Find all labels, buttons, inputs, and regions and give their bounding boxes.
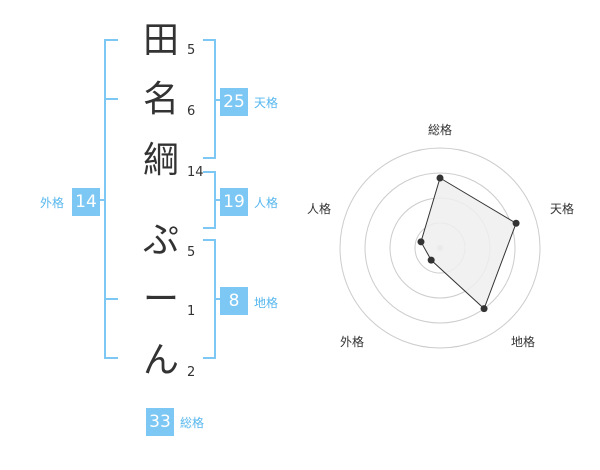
stroke-count-2: 6 xyxy=(187,104,196,119)
chikaku-label: 地格 xyxy=(254,296,279,310)
radar-label-soukaku: 総格 xyxy=(428,123,453,137)
radar-chart xyxy=(339,147,541,349)
radar-label-chikaku: 地格 xyxy=(511,335,536,349)
radar-ring xyxy=(364,172,516,324)
name-char-2: 名 xyxy=(142,79,179,120)
stroke-count-4: 5 xyxy=(187,245,196,260)
name-char-6: ん xyxy=(142,340,179,381)
radar-point-4 xyxy=(417,238,425,246)
radar-ring xyxy=(339,147,541,349)
name-char-1: 田 xyxy=(142,20,179,61)
radar-point-3 xyxy=(427,256,435,264)
chikaku-value: 8 xyxy=(220,287,248,315)
gaikaku-label: 外格 xyxy=(40,196,65,210)
radar-label-gaikaku: 外格 xyxy=(340,335,365,349)
radar-point-2 xyxy=(480,305,488,313)
radar-point-0 xyxy=(436,174,444,182)
radar-point-1 xyxy=(512,219,520,227)
stroke-count-6: 2 xyxy=(187,365,196,380)
gaikaku-bracket xyxy=(104,39,118,359)
name-char-3: 綱 xyxy=(142,140,179,181)
radar-series-polygon xyxy=(420,177,517,310)
name-char-5: ー xyxy=(142,279,179,320)
stroke-count-5: 1 xyxy=(187,304,196,319)
stroke-count-1: 5 xyxy=(187,43,196,58)
gaikaku-value: 14 xyxy=(72,188,100,216)
jinkaku-value: 19 xyxy=(220,188,248,216)
radar-label-jinkaku: 人格 xyxy=(307,202,332,216)
name-char-4: ぷ xyxy=(142,220,179,261)
tenkaku-label: 天格 xyxy=(254,96,279,110)
radar-label-tenkaku: 天格 xyxy=(550,202,575,216)
stroke-count-3: 14 xyxy=(187,165,204,180)
jinkaku-label: 人格 xyxy=(254,196,279,210)
tenkaku-value: 25 xyxy=(220,88,248,116)
soukaku-value: 33 xyxy=(146,408,174,436)
soukaku-label: 総格 xyxy=(180,416,205,430)
